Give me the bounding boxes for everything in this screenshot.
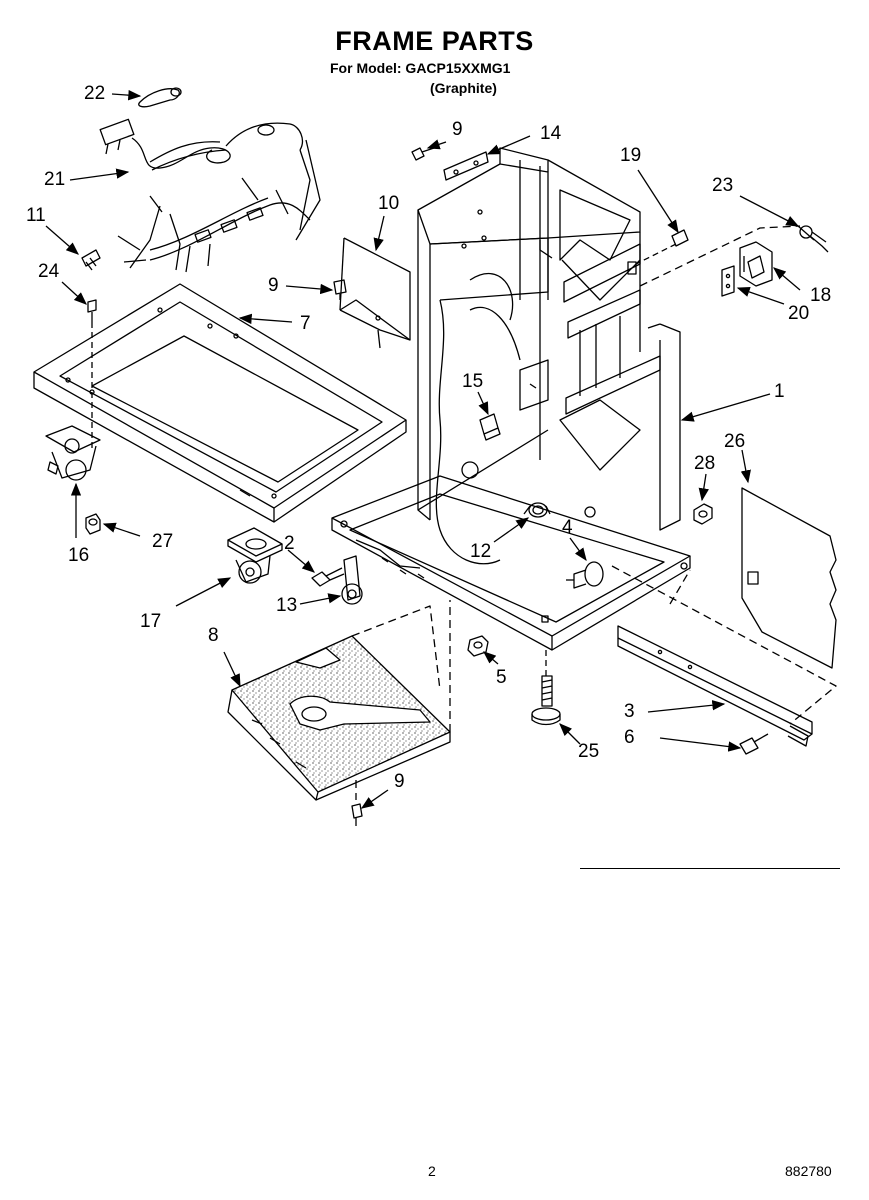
assembly-line-23 [639, 225, 801, 287]
callout-14: 14 [540, 123, 562, 144]
callout-11: 11 [26, 205, 46, 226]
callout-8: 8 [208, 625, 219, 646]
part-9-a-screw [411, 147, 435, 161]
callout-23: 23 [712, 175, 734, 196]
callout-9-b: 9 [268, 275, 279, 296]
part-11-screw [81, 249, 101, 271]
callout-26: 26 [724, 431, 746, 452]
assembly-lines-base-pan [351, 600, 451, 800]
part-18-bracket [739, 241, 773, 287]
part-6-screw [739, 733, 769, 755]
callout-18: 18 [810, 285, 832, 306]
part-8-base-pan [227, 635, 451, 801]
part-26-rear-panel [741, 487, 837, 669]
callout-20: 20 [788, 303, 810, 324]
part-9-c-screw [351, 803, 363, 826]
callout-6: 6 [624, 727, 635, 748]
callout-25: 25 [578, 741, 600, 762]
part-3-rail [617, 625, 813, 747]
assembly-line-19 [635, 243, 677, 265]
part-1-main-frame [417, 147, 681, 565]
part-21-wiring-harness [99, 118, 321, 273]
part-23-pin [797, 225, 829, 253]
part-1-frame-base [331, 475, 691, 651]
notes-rule [580, 868, 840, 869]
leader-arrows [45, 89, 801, 809]
callout-5: 5 [496, 667, 507, 688]
callout-7: 7 [300, 313, 311, 334]
page-number: 2 [428, 1163, 436, 1179]
part-9-b-screw [333, 279, 347, 300]
callout-13: 13 [276, 595, 298, 616]
part-15-switch [479, 413, 501, 441]
part-13-wheel [341, 555, 363, 605]
part-16-caster [45, 425, 101, 481]
part-10-shield [339, 237, 411, 349]
callout-4: 4 [562, 517, 573, 538]
callout-9-a: 9 [452, 119, 463, 140]
part-24-screw [87, 299, 97, 322]
part-20-plate [721, 265, 735, 297]
part-12-grommet [523, 502, 551, 518]
part-4-sensor [566, 561, 604, 589]
model-number: For Model: GACP15XXMG1 [330, 60, 511, 76]
document-number: 882780 [785, 1163, 832, 1179]
callout-10: 10 [378, 193, 400, 214]
part-14-bracket [443, 151, 489, 181]
part-25-leveling-leg [531, 675, 561, 726]
callout-19: 19 [620, 145, 642, 166]
assembly-line-rail [611, 565, 837, 725]
callout-17: 17 [140, 611, 162, 632]
callout-1: 1 [774, 381, 785, 402]
callout-2: 2 [284, 533, 295, 554]
callout-3: 3 [624, 701, 635, 722]
callout-9-c: 9 [394, 771, 405, 792]
callout-28: 28 [694, 453, 716, 474]
callout-12: 12 [470, 541, 492, 562]
part-22-grommet [138, 87, 182, 108]
part-28-nut [693, 503, 713, 525]
callout-27: 27 [152, 531, 174, 552]
model-variant: (Graphite) [430, 80, 497, 96]
page-title: FRAME PARTS [335, 26, 534, 56]
part-7-top-panel [33, 283, 407, 523]
part-19-screw [671, 229, 689, 247]
callout-16: 16 [68, 545, 90, 566]
callout-15: 15 [462, 371, 484, 392]
part-27-nut [85, 513, 101, 535]
callout-24: 24 [38, 261, 60, 282]
callout-22: 22 [84, 83, 106, 104]
callout-21: 21 [44, 169, 66, 190]
part-2-bolt [311, 567, 345, 587]
part-17-caster [227, 527, 283, 584]
